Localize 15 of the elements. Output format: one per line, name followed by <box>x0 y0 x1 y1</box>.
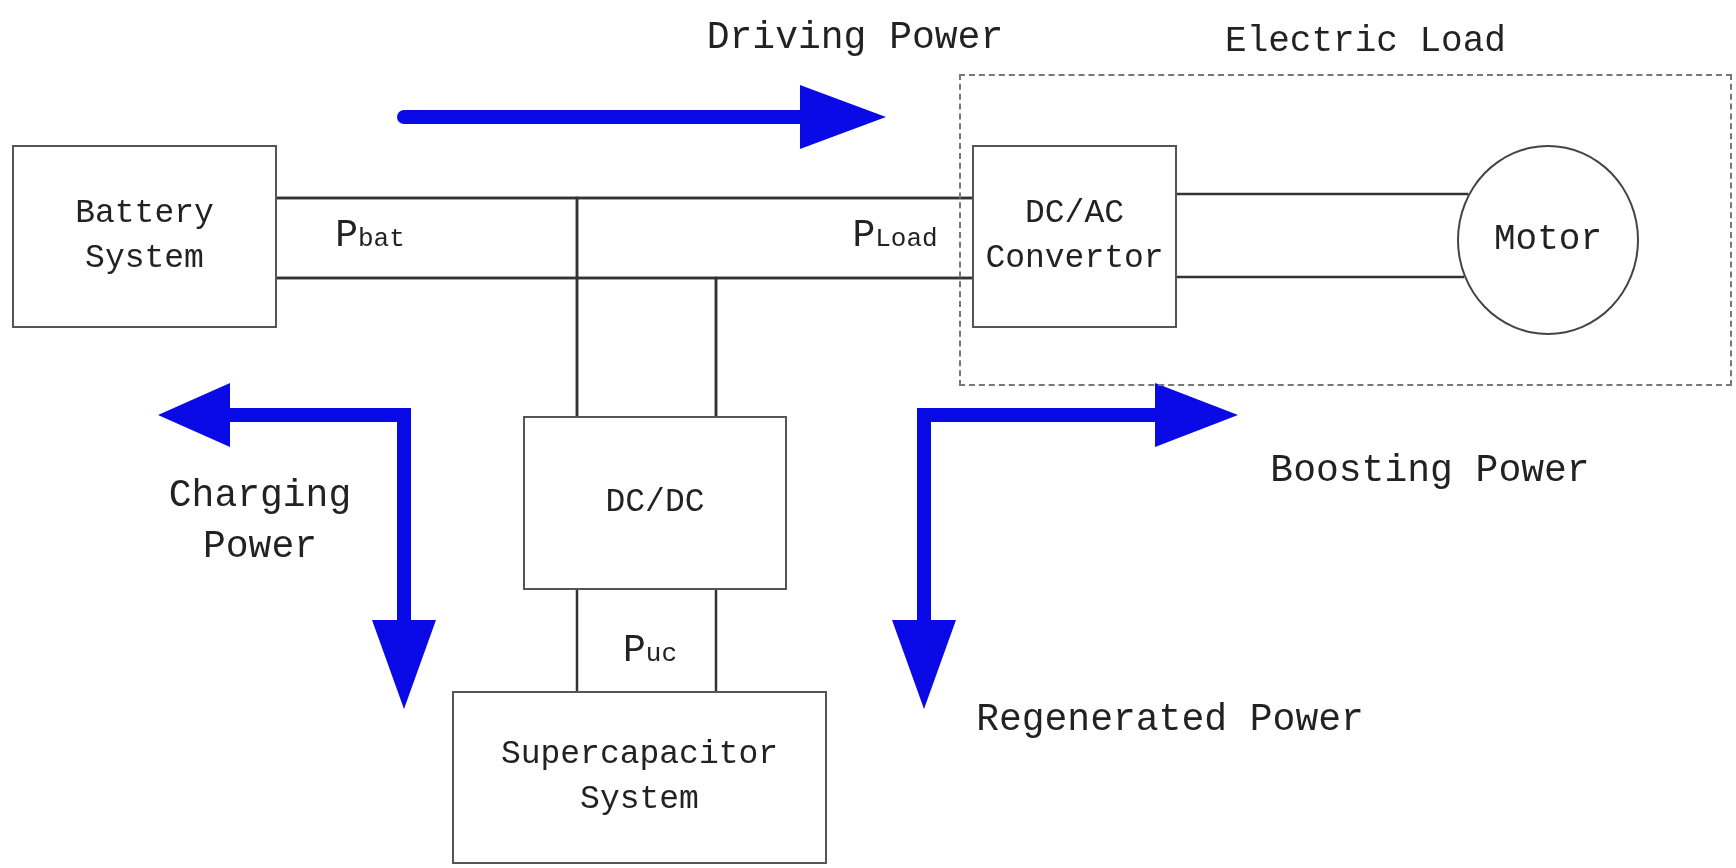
storage-box: Supercapacitor System <box>452 691 827 864</box>
converter-box: DC/AC Convertor <box>972 145 1177 328</box>
wire <box>575 590 579 691</box>
wire <box>714 276 972 416</box>
motor-circle: Motor <box>1457 145 1639 335</box>
battery-box: Battery System <box>12 145 277 328</box>
converter-box: DC/DC <box>523 416 787 590</box>
flow-label: Charging Power <box>167 473 353 571</box>
wire <box>1177 275 1465 279</box>
wire <box>714 590 718 691</box>
wire <box>575 196 972 416</box>
flow-label: Driving Power <box>705 15 1005 61</box>
wire <box>1177 192 1469 196</box>
flow-label: Regenerated Power <box>975 697 1365 743</box>
flow-label: Boosting Power <box>1269 448 1591 494</box>
